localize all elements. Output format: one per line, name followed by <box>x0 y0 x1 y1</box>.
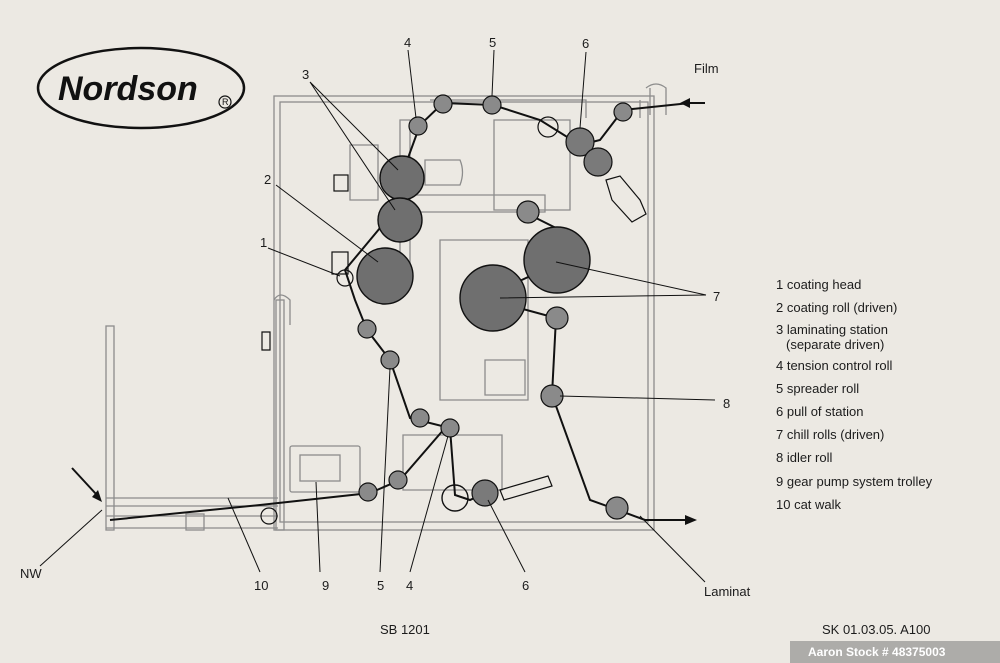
drawing-reference: SK 01.03.05. A100 <box>822 622 930 637</box>
laminating-roll-upper <box>379 155 425 201</box>
pull-station-roll-bottom-b <box>471 479 499 507</box>
nw-entry-roll <box>260 507 278 525</box>
laminat-label: Laminat <box>704 584 751 599</box>
drive-units <box>261 174 647 501</box>
nw-idler-roll-3 <box>388 470 408 490</box>
registered-mark: R <box>222 97 229 107</box>
callout-5-top: 5 <box>489 35 496 50</box>
callout-4-top: 4 <box>404 35 411 50</box>
legend-item-4: 4 tension control roll <box>776 358 892 373</box>
flow-arrows <box>71 98 705 525</box>
callout-2: 2 <box>264 172 271 187</box>
spreader-roll-bottom <box>380 350 400 370</box>
laminate-out-arrow <box>685 515 697 525</box>
nw-label: NW <box>20 566 42 581</box>
callout-4-bottom: 4 <box>406 578 413 593</box>
idler-roll-8 <box>540 384 564 408</box>
leader-lines <box>39 49 716 583</box>
legend-item-1: 1 coating head <box>776 277 861 292</box>
cat-walk <box>105 83 667 531</box>
legend-item-10: 10 cat walk <box>776 497 842 512</box>
callout-1: 1 <box>260 235 267 250</box>
tension-control-roll-top <box>408 116 428 136</box>
logo-text: Nordson <box>58 70 198 108</box>
legend-item-8: 8 idler roll <box>776 450 832 465</box>
machine-frame <box>273 95 655 531</box>
legend-item-5: 5 spreader roll <box>776 381 859 396</box>
legend-item-2: 2 coating roll (driven) <box>776 300 897 315</box>
nw-idler-roll-4 <box>358 482 378 502</box>
legend-item-9: 9 gear pump system trolley <box>776 474 933 489</box>
footer: SB 1201 SK 01.03.05. A100 Aaron Stock # … <box>380 622 1000 663</box>
chill-roll-upper <box>523 226 591 294</box>
nw-idler-roll <box>357 319 377 339</box>
legend: 1 coating head 2 coating roll (driven) 3… <box>776 277 933 512</box>
callout-10: 10 <box>254 578 268 593</box>
callout-8: 8 <box>723 396 730 411</box>
gauge <box>537 116 559 138</box>
callout-6-top: 6 <box>582 36 589 51</box>
film-label: Film <box>694 61 719 76</box>
legend-item-7: 7 chill rolls (driven) <box>776 427 884 442</box>
film-in-arrow <box>680 98 690 108</box>
legend-item-3-cont: (separate driven) <box>786 337 884 352</box>
watermark: Aaron Stock # 48375003 <box>808 645 946 659</box>
idler-roll-after-chill <box>545 306 569 330</box>
laminate-exit-roll <box>605 496 629 520</box>
idler-roll <box>433 94 453 114</box>
watermark-bg <box>790 641 1000 663</box>
pull-station-roll-top-2 <box>583 147 613 177</box>
callout-5-bottom: 5 <box>377 578 384 593</box>
tension-control-roll-bottom <box>440 418 460 438</box>
callout-6-bottom: 6 <box>522 578 529 593</box>
idler-roll-mid <box>516 200 540 224</box>
callouts: 3 2 1 4 5 6 7 8 9 10 5 4 6 Film NW Lamin… <box>20 35 751 599</box>
callout-9: 9 <box>322 578 329 593</box>
legend-item-3: 3 laminating station <box>776 322 888 337</box>
pull-station-roll-bottom-a <box>441 484 469 512</box>
drawing-number: SB 1201 <box>380 622 430 637</box>
laminating-roll-lower <box>377 197 423 243</box>
nw-idler-roll-2 <box>410 408 430 428</box>
legend-item-6: 6 pull of station <box>776 404 863 419</box>
nw-in-arrow <box>92 490 102 502</box>
nordson-logo: Nordson R <box>36 46 246 130</box>
rolls <box>260 94 633 525</box>
callout-3: 3 <box>302 67 309 82</box>
callout-7: 7 <box>713 289 720 304</box>
coating-roll <box>356 247 414 305</box>
film-idler-roll <box>613 102 633 122</box>
coating-head <box>336 269 354 287</box>
spreader-roll-top <box>482 95 502 115</box>
